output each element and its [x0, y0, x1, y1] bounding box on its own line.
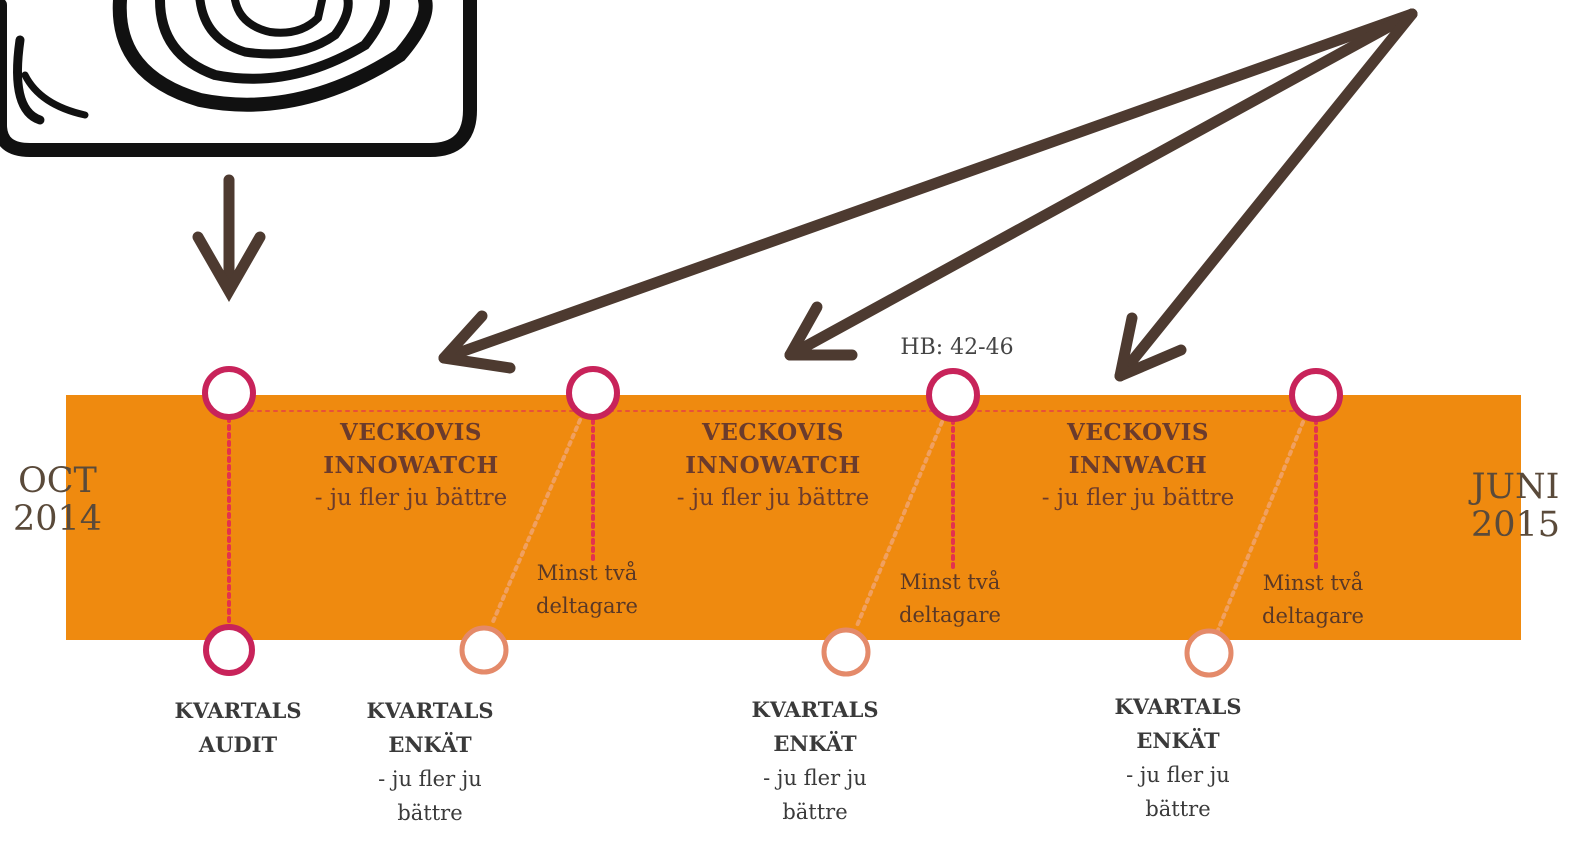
min-participants-label: Minst två deltagare: [536, 561, 638, 618]
min-participants-label: Minst två deltagare: [1262, 571, 1364, 628]
quarterly-survey-label: KVARTALS ENKÄT - ju fler ju bättre: [366, 698, 494, 825]
audit-circle: [203, 624, 255, 676]
start-date: OCT 2014: [12, 461, 103, 539]
quarterly-audit-label: KVARTALS AUDIT: [174, 698, 302, 757]
survey-circle: [459, 625, 509, 675]
weekly-label: VECKOVIS INNOWATCH - ju fler ju bättre: [676, 419, 870, 511]
milestone-circle-top: [202, 366, 256, 420]
quarterly-survey-label: KVARTALS ENKÄT - ju fler ju bättre: [751, 697, 879, 824]
survey-circle: [821, 627, 871, 677]
down-arrow-icon: [192, 174, 266, 303]
milestone-circle-top: [566, 366, 620, 420]
camera-lens-sketch-icon: [0, 0, 477, 157]
partial-label: HB: 42-46: [900, 335, 1014, 360]
quarterly-survey-label: KVARTALS ENKÄT - ju fler ju bättre: [1114, 694, 1242, 821]
min-participants-label: Minst två deltagare: [899, 570, 1001, 627]
timeline-band: [66, 395, 1521, 640]
milestone-circle-top: [1289, 368, 1343, 422]
milestone-circle-top: [926, 368, 980, 422]
weekly-label: VECKOVIS INNOWATCH - ju fler ju bättre: [314, 419, 508, 511]
weekly-label: VECKOVIS INNWACH - ju fler ju bättre: [1041, 419, 1235, 511]
pointer-arrow-icon: [438, 8, 1418, 382]
survey-circle: [1184, 628, 1234, 678]
end-date: JUNI 2015: [1470, 467, 1561, 545]
